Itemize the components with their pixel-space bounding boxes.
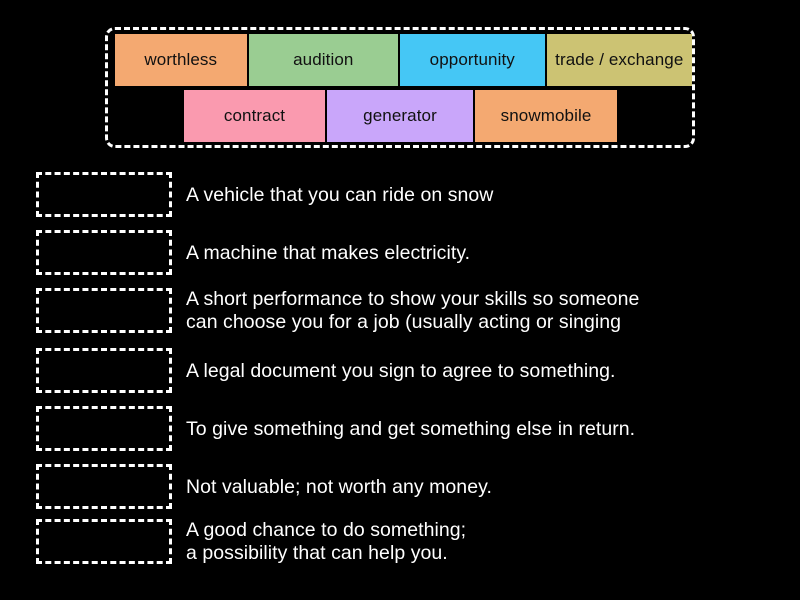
definition-text-6: Not valuable; not worth any money. [186, 475, 492, 498]
definition-text-5: To give something and get something else… [186, 417, 636, 440]
drop-zone-7[interactable] [36, 519, 172, 564]
drop-zone-3[interactable] [36, 288, 172, 333]
word-tile-audition[interactable]: audition [248, 34, 399, 86]
word-tile-opportunity[interactable]: opportunity [400, 34, 545, 86]
definition-text-3: A short performance to show your skills … [186, 288, 640, 333]
question-row: A short performance to show your skills … [0, 288, 800, 334]
drop-zone-5[interactable] [36, 406, 172, 451]
drop-zone-1[interactable] [36, 172, 172, 217]
word-bank-row-1: worthless audition opportunity trade / e… [108, 34, 692, 86]
definition-text-2: A machine that makes electricity. [186, 241, 471, 264]
word-tile-worthless[interactable]: worthless [115, 34, 247, 86]
question-row: A legal document you sign to agree to so… [0, 348, 800, 394]
definition-text-4: A legal document you sign to agree to so… [186, 359, 616, 382]
word-bank-row-2: contract generator snowmobile [108, 90, 692, 142]
drop-zone-6[interactable] [36, 464, 172, 509]
question-row: A vehicle that you can ride on snow [0, 172, 800, 218]
question-row: A machine that makes electricity. [0, 230, 800, 276]
word-tile-trade-exchange[interactable]: trade / exchange [546, 34, 692, 86]
word-tile-snowmobile[interactable]: snowmobile [475, 90, 617, 142]
word-tile-contract[interactable]: contract [184, 90, 325, 142]
drop-zone-2[interactable] [36, 230, 172, 275]
question-row: A good chance to do something; a possibi… [0, 519, 800, 565]
word-tile-generator[interactable]: generator [327, 90, 473, 142]
question-row: To give something and get something else… [0, 406, 800, 452]
question-row: Not valuable; not worth any money. [0, 464, 800, 510]
definition-text-1: A vehicle that you can ride on snow [186, 183, 494, 206]
word-bank-container: worthless audition opportunity trade / e… [105, 27, 695, 148]
drop-zone-4[interactable] [36, 348, 172, 393]
definition-text-7: A good chance to do something; a possibi… [186, 519, 467, 564]
